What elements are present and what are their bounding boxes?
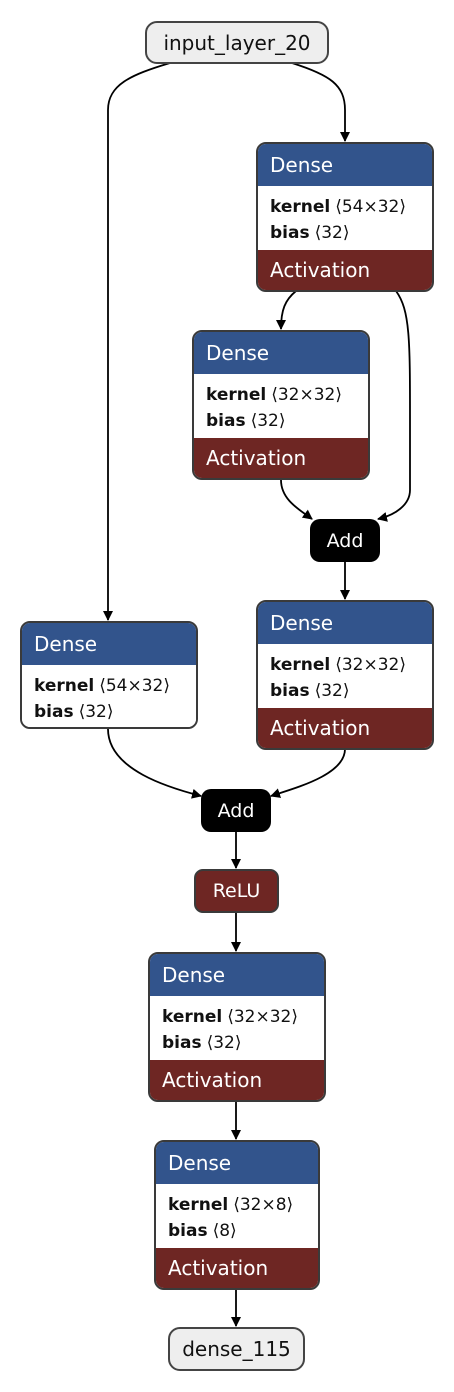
dense-node-b[interactable]: Dense kernel⟨32×32⟩ bias⟨32⟩ Activation bbox=[192, 330, 370, 480]
dense-node-d[interactable]: Dense kernel⟨32×32⟩ bias⟨32⟩ Activation bbox=[148, 952, 326, 1102]
bias-label: bias bbox=[34, 702, 74, 722]
dense-node-left-params: kernel⟨54×32⟩ bias⟨32⟩ bbox=[22, 665, 196, 727]
bias-label: bias bbox=[206, 411, 246, 431]
dense-node-c-activation: Activation bbox=[258, 708, 432, 748]
dense-node-e[interactable]: Dense kernel⟨32×8⟩ bias⟨8⟩ Activation bbox=[154, 1140, 320, 1290]
kernel-shape: ⟨54×32⟩ bbox=[99, 676, 171, 696]
bias-shape: ⟨8⟩ bbox=[212, 1221, 237, 1241]
bias-shape: ⟨32⟩ bbox=[314, 681, 350, 701]
bias-label: bias bbox=[168, 1221, 208, 1241]
bias-shape: ⟨32⟩ bbox=[250, 411, 286, 431]
input-node[interactable]: input_layer_20 bbox=[145, 21, 329, 64]
bias-shape: ⟨32⟩ bbox=[314, 223, 350, 243]
dense-node-a-activation: Activation bbox=[258, 250, 432, 290]
output-node[interactable]: dense_115 bbox=[168, 1327, 305, 1371]
add-node-2-label: Add bbox=[217, 799, 255, 822]
dense-node-a[interactable]: Dense kernel⟨54×32⟩ bias⟨32⟩ Activation bbox=[256, 142, 434, 292]
dense-node-left-header: Dense bbox=[22, 623, 196, 665]
edge-dense-left-to-add-2 bbox=[107, 728, 202, 799]
edge-input-to-dense-left bbox=[103, 62, 171, 621]
dense-node-a-header: Dense bbox=[258, 144, 432, 186]
kernel-label: kernel bbox=[34, 676, 95, 696]
bias-shape: ⟨32⟩ bbox=[78, 702, 114, 722]
edge-dense-a-to-add-1 bbox=[377, 290, 411, 522]
kernel-label: kernel bbox=[270, 197, 331, 217]
edge-dense-a-to-dense-b bbox=[276, 290, 297, 330]
dense-node-d-activation: Activation bbox=[150, 1060, 324, 1100]
kernel-shape: ⟨32×32⟩ bbox=[335, 655, 407, 675]
add-node-1[interactable]: Add bbox=[310, 519, 380, 562]
dense-node-b-activation: Activation bbox=[194, 438, 368, 478]
dense-node-b-header: Dense bbox=[194, 332, 368, 374]
bias-label: bias bbox=[162, 1033, 202, 1053]
input-node-label: input_layer_20 bbox=[163, 30, 311, 55]
kernel-label: kernel bbox=[206, 385, 267, 405]
dense-node-e-activation: Activation bbox=[156, 1248, 318, 1288]
bias-label: bias bbox=[270, 681, 310, 701]
add-node-2[interactable]: Add bbox=[201, 789, 271, 832]
kernel-label: kernel bbox=[162, 1007, 223, 1027]
output-node-label: dense_115 bbox=[182, 1337, 291, 1361]
edge-dense-b-to-add-1 bbox=[280, 479, 313, 520]
kernel-shape: ⟨32×32⟩ bbox=[271, 385, 343, 405]
dense-node-d-params: kernel⟨32×32⟩ bias⟨32⟩ bbox=[150, 996, 324, 1060]
dense-node-c-params: kernel⟨32×32⟩ bias⟨32⟩ bbox=[258, 644, 432, 708]
bias-label: bias bbox=[270, 223, 310, 243]
bias-shape: ⟨32⟩ bbox=[206, 1033, 242, 1053]
edge-input-to-dense-a bbox=[291, 62, 350, 142]
dense-node-e-header: Dense bbox=[156, 1142, 318, 1184]
kernel-label: kernel bbox=[270, 655, 331, 675]
dense-node-a-params: kernel⟨54×32⟩ bias⟨32⟩ bbox=[258, 186, 432, 250]
relu-node[interactable]: ReLU bbox=[194, 869, 279, 913]
kernel-shape: ⟨32×32⟩ bbox=[227, 1007, 299, 1027]
add-node-1-label: Add bbox=[326, 529, 364, 552]
edge-dense-c-to-add-2 bbox=[270, 748, 346, 798]
dense-node-left[interactable]: Dense kernel⟨54×32⟩ bias⟨32⟩ bbox=[20, 621, 198, 729]
dense-node-c[interactable]: Dense kernel⟨32×32⟩ bias⟨32⟩ Activation bbox=[256, 600, 434, 750]
dense-node-c-header: Dense bbox=[258, 602, 432, 644]
relu-node-label: ReLU bbox=[212, 880, 261, 902]
dense-node-d-header: Dense bbox=[150, 954, 324, 996]
kernel-label: kernel bbox=[168, 1195, 229, 1215]
dense-node-b-params: kernel⟨32×32⟩ bias⟨32⟩ bbox=[194, 374, 368, 438]
kernel-shape: ⟨54×32⟩ bbox=[335, 197, 407, 217]
kernel-shape: ⟨32×8⟩ bbox=[233, 1195, 294, 1215]
dense-node-e-params: kernel⟨32×8⟩ bias⟨8⟩ bbox=[156, 1184, 318, 1248]
